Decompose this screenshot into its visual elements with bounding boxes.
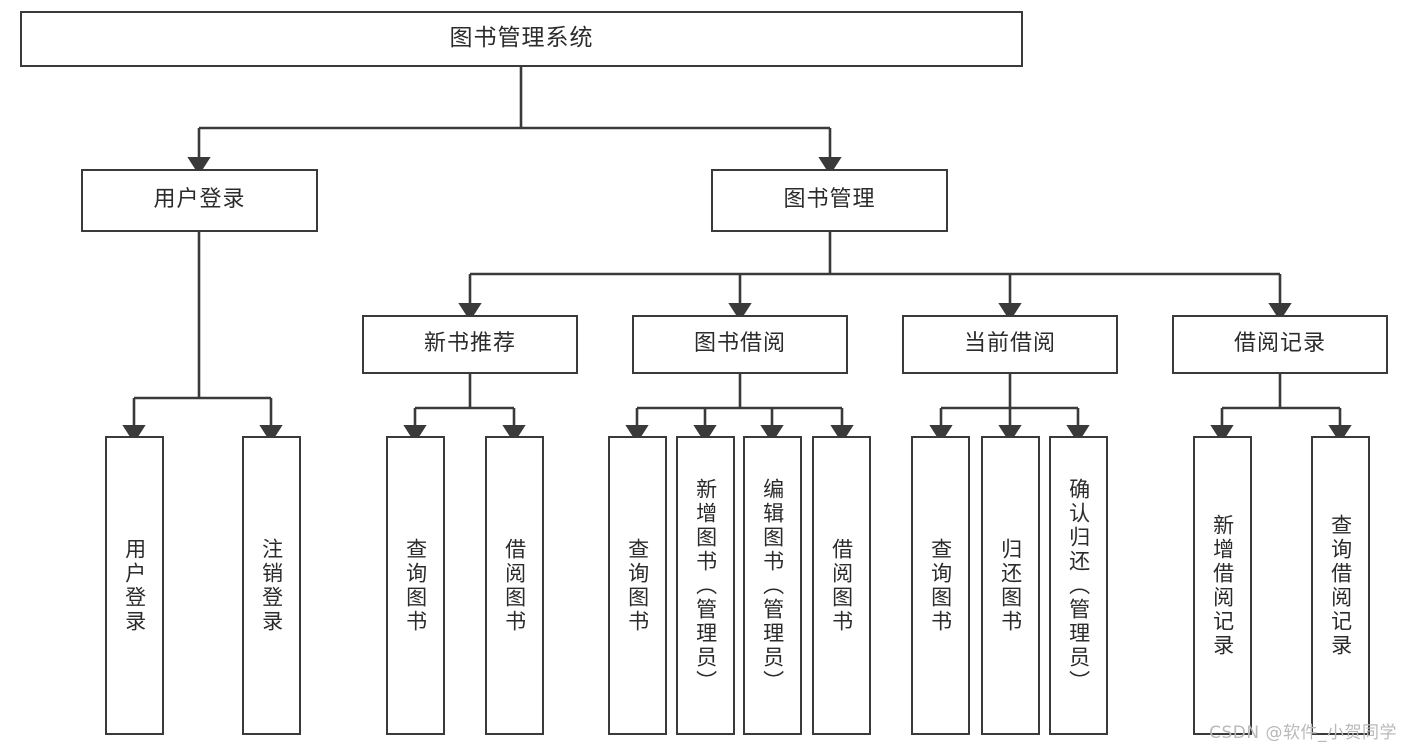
leaf-add-borrow-record[interactable]: 新增借阅记录 [1193,436,1252,735]
node-label: 查询图书 [403,537,428,634]
node-label: 借阅记录 [1233,331,1326,357]
leaf-query-borrow-record[interactable]: 查询借阅记录 [1311,436,1370,735]
node-label: 归还图书 [998,537,1023,634]
node-label: 确认归还（管理员） [1066,477,1091,694]
leaf-borrow-book-recommend[interactable]: 借阅图书 [485,436,544,735]
leaf-borrow-book-borrow[interactable]: 借阅图书 [812,436,871,735]
node-root-book-management-system[interactable]: 图书管理系统 [20,11,1023,67]
leaf-user-login[interactable]: 用户登录 [105,436,164,735]
node-label: 当前借阅 [963,331,1056,357]
node-label: 新增借阅记录 [1210,513,1235,658]
leaf-query-book-borrow[interactable]: 查询图书 [608,436,667,735]
node-label: 用户登录 [122,537,147,634]
node-label: 新书推荐 [423,331,516,357]
leaf-query-book-current[interactable]: 查询图书 [911,436,970,735]
node-current-borrow[interactable]: 当前借阅 [902,315,1118,374]
csdn-watermark: CSDN @软件_小贺同学 [1209,723,1397,743]
node-label: 查询借阅记录 [1328,513,1353,658]
node-label: 查询图书 [928,537,953,634]
node-label: 图书借阅 [693,331,786,357]
node-label: 用户登录 [153,187,246,213]
node-label: 图书管理系统 [449,25,594,52]
node-label: 图书管理 [783,187,876,213]
node-new-book-recommend[interactable]: 新书推荐 [362,315,578,374]
leaf-logout-login[interactable]: 注销登录 [242,436,301,735]
leaf-return-book[interactable]: 归还图书 [981,436,1040,735]
node-book-borrow[interactable]: 图书借阅 [632,315,848,374]
node-borrow-record[interactable]: 借阅记录 [1172,315,1388,374]
node-label: 注销登录 [259,537,284,634]
leaf-add-book-admin[interactable]: 新增图书（管理员） [676,436,735,735]
node-label: 新增图书（管理员） [693,477,718,694]
leaf-confirm-return-admin[interactable]: 确认归还（管理员） [1049,436,1108,735]
node-label: 借阅图书 [829,537,854,634]
node-book-management[interactable]: 图书管理 [711,169,948,232]
node-label: 借阅图书 [502,537,527,634]
node-label: 编辑图书（管理员） [760,477,785,694]
leaf-edit-book-admin[interactable]: 编辑图书（管理员） [743,436,802,735]
node-label: 查询图书 [625,537,650,634]
leaf-query-book-recommend[interactable]: 查询图书 [386,436,445,735]
node-user-login[interactable]: 用户登录 [81,169,318,232]
